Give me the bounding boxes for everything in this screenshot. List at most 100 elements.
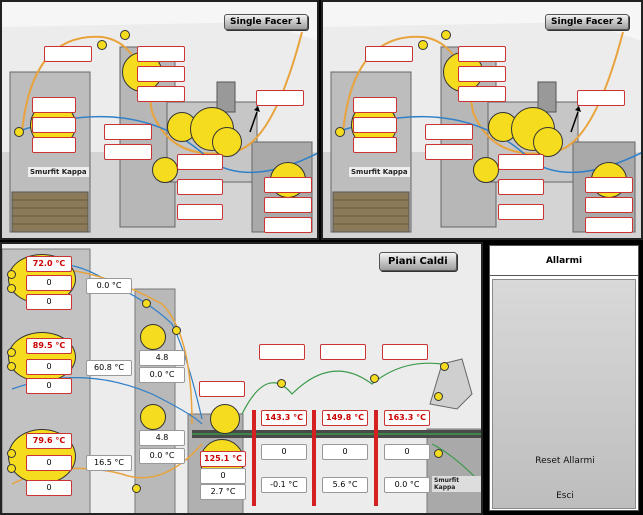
pressure-roll: [533, 127, 563, 157]
zone-1-temperature: 143.3 °C: [261, 410, 307, 426]
zone-3-field: [382, 344, 428, 360]
preheater-3-temperature: 79.6 °C: [26, 433, 72, 449]
mid-column-value: 4.8: [139, 430, 185, 446]
guide-roll: [142, 299, 151, 308]
sf1-field: [264, 217, 312, 233]
preheater-roll-small: [140, 404, 166, 430]
zone-2-field: [320, 344, 366, 360]
sf2-field: [585, 177, 633, 193]
guide-roll: [418, 40, 428, 50]
glue-roll: [152, 157, 178, 183]
guide-roll: [7, 464, 16, 473]
guide-roll: [7, 284, 16, 293]
alarms-panel: Allarmi Reset Allarmi Esci: [485, 242, 643, 515]
sf1-field: [256, 90, 304, 106]
sf1-field: [44, 46, 92, 62]
sf2-field: [577, 90, 625, 106]
preheater-1-value-2: 0: [26, 294, 72, 310]
guide-roll: [14, 127, 24, 137]
guide-roll: [434, 449, 443, 458]
guide-roll: [440, 362, 449, 371]
smurfit-kappa-logo: Smurfit Kappa: [28, 167, 89, 177]
sf2-field: [353, 97, 397, 113]
mid-column-value: 4.8: [139, 350, 185, 366]
smurfit-kappa-logo: Smurfit Kappa: [349, 167, 410, 177]
guide-roll: [277, 379, 286, 388]
sf2-field: [353, 117, 397, 133]
guide-roll: [7, 449, 16, 458]
glue-roll: [473, 157, 499, 183]
sf2-field: [458, 46, 506, 62]
guide-roll: [172, 326, 181, 335]
guide-roll: [120, 30, 130, 40]
guide-roll: [434, 392, 443, 401]
preheater-2-value: 0: [26, 359, 72, 375]
sf1-field: [264, 197, 312, 213]
preheater-3-value-2: 0: [26, 480, 72, 496]
sf2-field: [498, 204, 544, 220]
sf1-field: [32, 137, 76, 153]
zone-1-value: 0: [261, 444, 307, 460]
mid-column-temperature: 0.0 °C: [139, 448, 185, 464]
sf1-field: [137, 46, 185, 62]
sf1-field: [104, 124, 152, 140]
alarms-title: Allarmi: [490, 246, 638, 276]
hot-plates-title: Piani Caldi: [379, 252, 457, 271]
hot-plates-panel: Piani Caldi Smurfit Kappa 72.0 °C 0 0 0.…: [0, 242, 483, 515]
sf2-field: [585, 217, 633, 233]
sf1-field: [177, 204, 223, 220]
preheater-1-temperature: 72.0 °C: [26, 256, 72, 272]
glue-unit-side-temperature: 2.7 °C: [200, 484, 246, 500]
sf2-field: [458, 86, 506, 102]
guide-roll: [335, 127, 345, 137]
sf2-field: [425, 144, 473, 160]
exit-button[interactable]: Esci: [493, 491, 637, 501]
sf1-field: [177, 154, 223, 170]
guide-roll: [370, 374, 379, 383]
sf1-field: [104, 144, 152, 160]
glue-roll: [210, 404, 240, 434]
alarms-list[interactable]: Reset Allarmi Esci: [492, 279, 636, 509]
sf2-field: [425, 124, 473, 140]
sf1-field: [32, 97, 76, 113]
zone-2-side-temperature: 5.6 °C: [322, 477, 368, 493]
pressure-roll: [212, 127, 242, 157]
guide-roll: [132, 484, 141, 493]
sf1-field: [137, 86, 185, 102]
zone-3-value: 0: [384, 444, 430, 460]
sf2-field: [585, 197, 633, 213]
sf1-field: [177, 179, 223, 195]
glue-unit-temperature: 125.1 °C: [200, 451, 246, 467]
zone-2-temperature: 149.8 °C: [322, 410, 368, 426]
single-facer-1-panel: Single Facer 1 Smurfit Kappa: [0, 0, 319, 240]
guide-roll: [7, 348, 16, 357]
preheater-roll-small: [140, 324, 166, 350]
preheater-2-temperature: 89.5 °C: [26, 338, 72, 354]
mid-column-temperature: 0.0 °C: [139, 367, 185, 383]
guide-roll: [7, 270, 16, 279]
zone-3-side-temperature: 0.0 °C: [384, 477, 430, 493]
sf2-field: [365, 46, 413, 62]
preheater-3-side-temperature: 16.5 °C: [86, 455, 132, 471]
preheater-2-value-2: 0: [26, 378, 72, 394]
zone-1-side-temperature: -0.1 °C: [261, 477, 307, 493]
single-facer-2-title: Single Facer 2: [545, 14, 629, 30]
alarms-frame: Allarmi Reset Allarmi Esci: [489, 245, 639, 511]
sf1-field: [137, 66, 185, 82]
guide-roll: [441, 30, 451, 40]
sf2-field: [353, 137, 397, 153]
smurfit-kappa-logo: Smurfit Kappa: [432, 476, 481, 492]
sf1-field: [32, 117, 76, 133]
glue-unit-value: 0: [200, 468, 246, 484]
zone-3-temperature: 163.3 °C: [384, 410, 430, 426]
sf1-field: [264, 177, 312, 193]
single-facer-2-panel: Single Facer 2 Smurfit Kappa: [321, 0, 643, 240]
preheater-3-value: 0: [26, 455, 72, 471]
guide-roll: [7, 362, 16, 371]
sf2-field: [498, 154, 544, 170]
glue-unit-field: [199, 381, 245, 397]
preheater-2-side-temperature: 60.8 °C: [86, 360, 132, 376]
reset-alarms-button[interactable]: Reset Allarmi: [493, 456, 637, 466]
zone-1-field: [259, 344, 305, 360]
preheater-1-value: 0: [26, 275, 72, 291]
